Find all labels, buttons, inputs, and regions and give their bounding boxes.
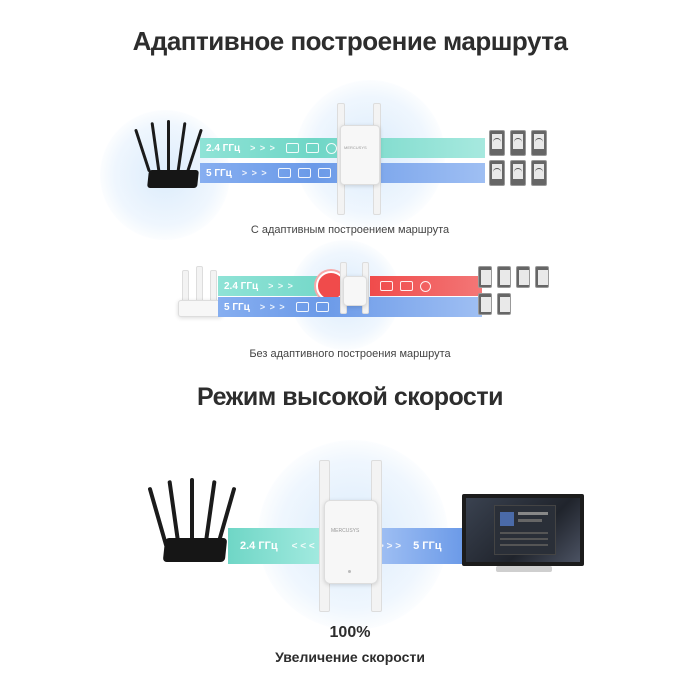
band-red-congested [370,276,482,296]
speed-increase-label: Увеличение скорости [275,649,425,665]
speed-increase-percent: 100% [329,624,371,641]
band-5ghz-non-adaptive: 5 ГГц > > > [218,297,482,317]
band-chevrons-left: < < < [291,540,315,552]
band-24ghz-left: 2.4 ГГц > > > [218,276,348,296]
band-24ghz-label: 2.4 ГГц [224,280,259,292]
band-chevrons-right: > > > [378,540,402,552]
extender-brand: MERCUSYS [331,528,360,534]
video-icon [400,280,413,291]
section-title-adaptive: Адаптивное построение маршрута [132,26,568,56]
gamepad-icon [305,142,319,153]
cloud-icon [380,280,393,291]
extender-led [348,570,351,573]
band-24ghz-label: 2.4 ГГц [206,142,241,154]
band-24ghz-label: 2.4 ГГц [240,540,278,552]
caption-without-adaptive: Без адаптивного построения маршрута [249,348,451,360]
gamepad-icon [277,168,291,178]
band-chevrons: > > > [250,143,276,153]
play-icon [420,280,431,292]
band-chevrons: > > > [241,168,268,178]
band-chevrons: > > > [268,281,294,291]
band-5ghz-label: 5 ГГц [413,540,442,552]
band-24ghz-high-speed: 2.4 ГГц < < < [228,528,330,564]
video-icon [285,142,299,153]
video-icon [315,302,329,312]
gamepad-icon [295,302,309,312]
cloud-icon [317,168,331,178]
mail-icon [297,168,311,178]
band-5ghz-label: 5 ГГц [206,167,232,179]
extender-brand: MERCUSYS [344,145,367,150]
section-title-high-speed: Режим высокой скорости [197,383,503,411]
caption-with-adaptive: С адаптивным построением маршрута [250,224,450,236]
play-icon [325,142,337,154]
band-5ghz-label: 5 ГГц [224,301,250,313]
band-chevrons: > > > [259,302,286,312]
band-5ghz-high-speed: > > > 5 ГГц [372,528,464,564]
